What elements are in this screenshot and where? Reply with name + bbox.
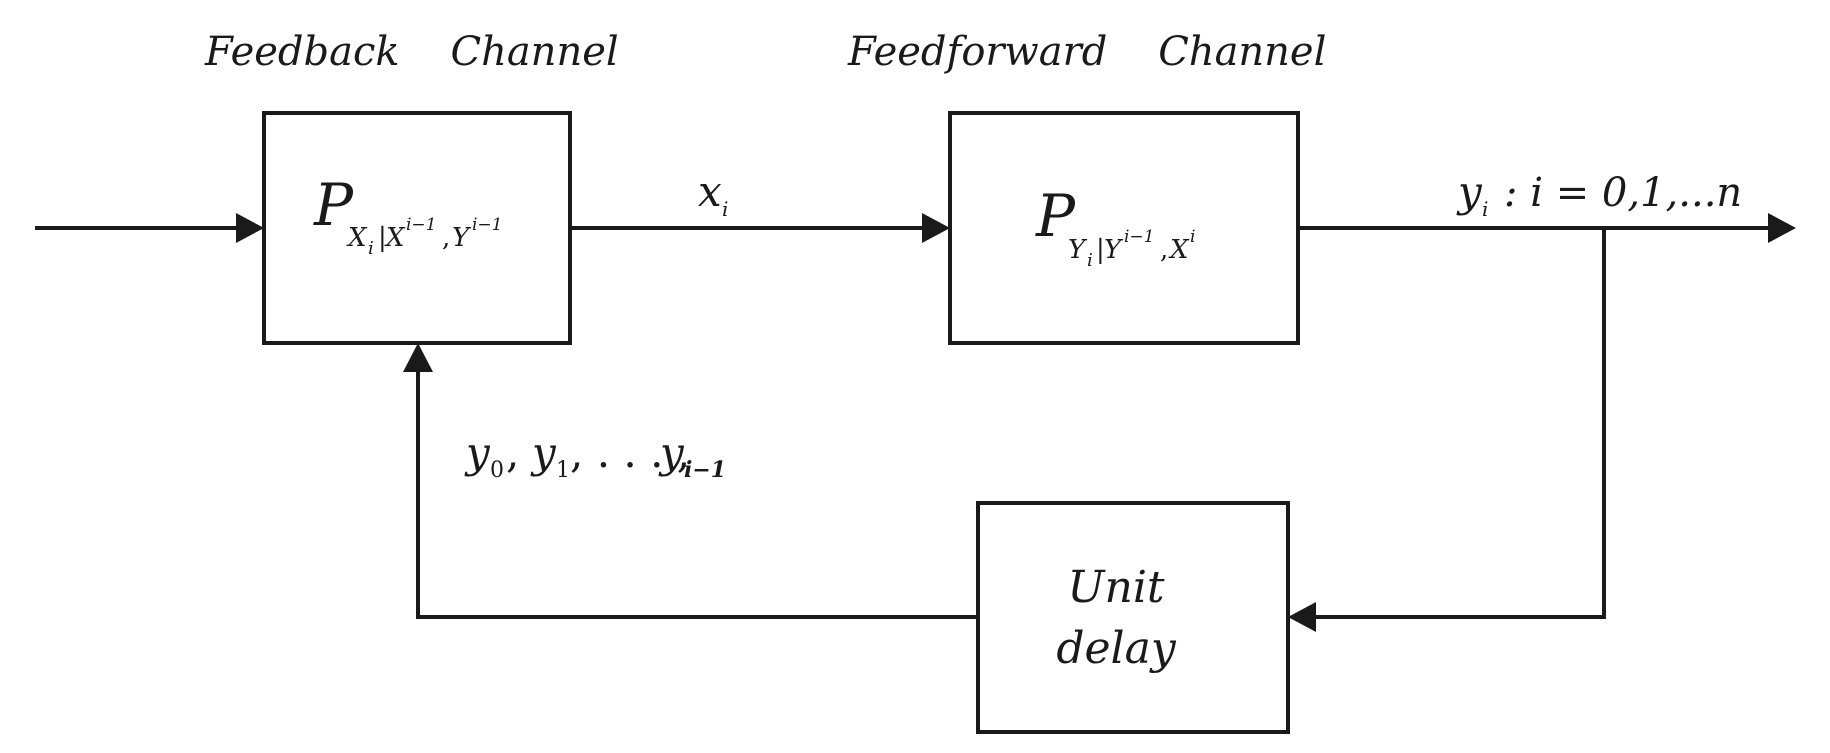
feedback-block-sub-x: X xyxy=(346,223,368,253)
feedback-block-sub-i: i xyxy=(368,238,374,259)
seq-y1-base: y xyxy=(530,428,557,477)
output-y-base: y xyxy=(1456,167,1483,216)
feedback-block-p: P xyxy=(313,171,354,239)
feedback-block-sup-2: i−1 xyxy=(472,215,503,235)
feedback-block-sub-capy: Y xyxy=(452,223,472,253)
feedforward-block-sub-i: i xyxy=(1087,250,1093,271)
feedback-return-wire xyxy=(416,368,978,619)
seq-y0-base: y xyxy=(464,428,491,477)
x-i-base: x xyxy=(698,167,722,216)
feedforward-block-label: P Y i | Y i−1 , X i xyxy=(1035,182,1195,271)
seq-yi-sub: i−1 xyxy=(684,457,726,483)
feedforward-block-bar: | xyxy=(1096,235,1105,265)
feedback-arrowhead xyxy=(403,343,433,372)
feedforward-block-sup-2: i xyxy=(1190,227,1195,247)
feedback-block-sup-1: i−1 xyxy=(406,215,437,235)
seq-sep-1: , xyxy=(506,428,533,477)
x-i-sub: i xyxy=(722,197,728,221)
feedback-block-label: P X i | X i−1 , Y i−1 xyxy=(313,171,503,259)
feedforward-block-comma: , xyxy=(1160,235,1168,265)
output-arrowhead xyxy=(1768,213,1796,243)
feedback-channel-heading: Feedback Channel xyxy=(204,29,619,75)
feedforward-block-sub-y: Y xyxy=(1068,235,1088,265)
feedback-block-comma: , xyxy=(442,223,450,253)
feedforward-block-sub-capx: X xyxy=(1168,235,1190,265)
seq-y0-sub: 0 xyxy=(490,458,504,483)
unit-delay-block xyxy=(976,501,1290,734)
input-arrowhead xyxy=(236,213,264,243)
unit-delay-input-arrowhead xyxy=(1288,602,1316,632)
feedback-sequence-label: y 0 , y 1 , . . . , y i−1 xyxy=(464,428,726,483)
unit-delay-label-line1: Unit xyxy=(1067,562,1164,613)
seq-yi-base: y xyxy=(658,428,685,477)
output-signal-label: y i : i = 0,1,...n xyxy=(1456,167,1742,221)
unit-delay-label-line2: delay xyxy=(1056,623,1177,674)
feedback-block-bar: | xyxy=(378,223,387,253)
feedforward-block-sup-1: i−1 xyxy=(1124,227,1155,247)
seq-y1-sub: 1 xyxy=(556,458,570,483)
feedforward-block-p: P xyxy=(1035,182,1076,250)
seq-sep-2: , . . . , xyxy=(570,428,704,477)
x-i-signal-label: x i xyxy=(698,167,728,221)
output-index-range: : i = 0,1,...n xyxy=(1504,170,1742,216)
output-tap-wire xyxy=(1312,228,1606,619)
feedforward-block-sub-capy: Y xyxy=(1104,235,1124,265)
feedforward-channel-heading: Feedforward Channel xyxy=(847,29,1326,75)
feedback-block-sub-capx: X xyxy=(384,223,406,253)
x-i-arrowhead xyxy=(922,213,950,243)
output-y-sub: i xyxy=(1482,197,1488,221)
